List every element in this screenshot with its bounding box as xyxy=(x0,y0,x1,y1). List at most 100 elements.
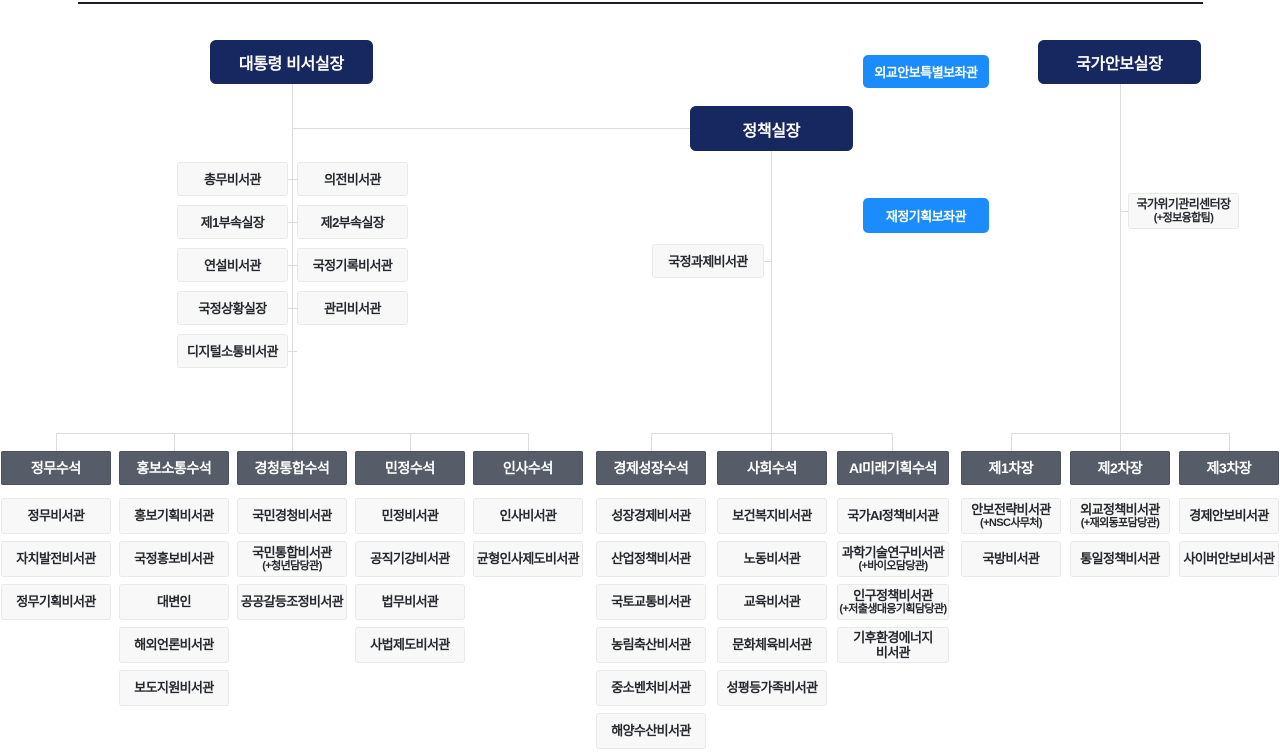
item-slot: 농림축산비서관 xyxy=(596,623,706,666)
org-cell: 공직기강비서관 xyxy=(355,540,465,577)
connector-policy-branch xyxy=(292,128,690,129)
org-cell-label: 국민통합비서관 xyxy=(252,544,332,560)
org-cell-label: 보도지원비서관 xyxy=(134,680,214,695)
org-cell-label: 균형인사제도비서관 xyxy=(476,551,580,566)
org-cell-label: 인구정책비서관 xyxy=(853,587,933,603)
item-slot: 민정비서관 xyxy=(355,494,465,537)
secretary-label: 관리비서관 xyxy=(324,300,381,316)
org-cell-label: 민정비서관 xyxy=(381,508,439,523)
connector-stub xyxy=(1120,211,1128,212)
org-cell-sub-label: (+NSC사무처) xyxy=(980,516,1043,529)
chief-of-staff-label: 대통령 비서실장 xyxy=(238,56,345,73)
item-slot: 공직기강비서관 xyxy=(355,537,465,580)
chief-of-staff-box: 대통령 비서실장 xyxy=(210,40,373,84)
org-cell: 중소벤처비서관 xyxy=(596,669,706,706)
item-slot: 대변인 xyxy=(119,580,229,623)
item-slot: 정무기획비서관 xyxy=(1,580,111,623)
org-cell-label: 안보전략비서관 xyxy=(971,501,1051,517)
org-cell: 성장경제비서관 xyxy=(596,497,706,534)
org-cell-label: 국정홍보비서관 xyxy=(134,551,214,566)
org-cell-label-line2: 비서관 xyxy=(875,644,911,660)
national-security-box: 국가안보실장 xyxy=(1038,40,1201,84)
item-slot: 국민통합비서관(+청년담당관) xyxy=(237,537,347,580)
secretary-label: 연설비서관 xyxy=(204,257,261,273)
item-slot: 교육비서관 xyxy=(717,580,827,623)
fiscal-advisor-badge: 재정기획보좌관 xyxy=(863,198,989,233)
item-slot: 정무비서관 xyxy=(1,494,111,537)
org-cell: 사법제도비서관 xyxy=(355,626,465,663)
org-cell: 공공갈등조정비서관 xyxy=(237,583,347,620)
org-cell-label: 성평등가족비서관 xyxy=(726,680,818,695)
connector-stub xyxy=(1011,433,1012,452)
secretary-box: 국정상황실장 xyxy=(177,291,288,325)
org-cell-label: 국가AI정책비서관 xyxy=(847,508,939,523)
special-advisor-badge: 외교안보특별보좌관 xyxy=(863,55,989,88)
policy-office-label: 정책실장 xyxy=(742,122,801,140)
item-slot: 인구정책비서관(+저출생대응기획담당관) xyxy=(837,580,949,623)
org-cell-label: 공직기강비서관 xyxy=(370,551,450,566)
org-cell-label: 교육비서관 xyxy=(743,594,801,609)
connector-trunk-chief xyxy=(292,84,293,452)
agenda-secretary-label: 국정과제비서관 xyxy=(668,253,748,269)
secretary-label: 디지털소통비서관 xyxy=(187,343,278,359)
column-header: 사회수석 xyxy=(717,451,827,485)
org-cell: 보도지원비서관 xyxy=(119,669,229,706)
item-slot: 자치발전비서관 xyxy=(1,537,111,580)
connector-children-policy xyxy=(651,433,892,434)
item-slot: 경제안보비서관 xyxy=(1179,494,1279,537)
org-cell: 문화체육비서관 xyxy=(717,626,827,663)
org-cell: 국정홍보비서관 xyxy=(119,540,229,577)
connector-stub xyxy=(288,265,297,266)
agenda-secretary-box: 국정과제비서관 xyxy=(652,244,764,278)
org-cell: 보건복지비서관 xyxy=(717,497,827,534)
org-cell: 안보전략비서관(+NSC사무처) xyxy=(961,497,1061,534)
column-header: 제2차장 xyxy=(1070,451,1170,485)
item-slot: 해외언론비서관 xyxy=(119,623,229,666)
org-cell-label: 과학기술연구비서관 xyxy=(841,544,945,560)
org-cell-sub-label: (+저출생대응기획담당관) xyxy=(839,602,947,615)
item-slot: 문화체육비서관 xyxy=(717,623,827,666)
org-cell: 국민경청비서관 xyxy=(237,497,347,534)
column-header: 경제성장수석 xyxy=(596,451,706,485)
org-cell-label: 국토교통비서관 xyxy=(611,594,691,609)
org-cell-label: 정무비서관 xyxy=(27,508,85,523)
item-slot: 산업정책비서관 xyxy=(596,537,706,580)
column-header: 경청통합수석 xyxy=(237,451,347,485)
org-cell-label: 대변인 xyxy=(156,594,192,609)
crisis-center-label: 국가위기관리센터장 xyxy=(1136,197,1232,211)
fiscal-advisor-label: 재정기획보좌관 xyxy=(885,209,967,224)
org-cell-label: 국방비서관 xyxy=(982,551,1040,566)
item-slot: 사이버안보비서관 xyxy=(1179,537,1279,580)
org-cell: 외교정책비서관(+재외동포담당관) xyxy=(1070,497,1170,534)
item-slot: 국민경청비서관 xyxy=(237,494,347,537)
org-cell: 농림축산비서관 xyxy=(596,626,706,663)
org-cell: 산업정책비서관 xyxy=(596,540,706,577)
org-cell: 경제안보비서관 xyxy=(1179,497,1279,534)
policy-office-box: 정책실장 xyxy=(690,106,853,151)
column-header: 인사수석 xyxy=(473,451,583,485)
org-cell: 통일정책비서관 xyxy=(1070,540,1170,577)
crisis-center-sub-label: (+정보융합팀) xyxy=(1153,212,1214,224)
org-cell-label: 인사비서관 xyxy=(499,508,557,523)
top-rule xyxy=(78,2,1203,4)
secretary-box: 제2부속실장 xyxy=(297,205,408,239)
connector-stub xyxy=(288,351,297,352)
item-slot: 안보전략비서관(+NSC사무처) xyxy=(961,494,1061,537)
org-cell: 민정비서관 xyxy=(355,497,465,534)
org-cell-label: 보건복지비서관 xyxy=(732,508,812,523)
connector-stub xyxy=(410,433,411,452)
org-cell: 국민통합비서관(+청년담당관) xyxy=(237,540,347,577)
org-cell-label: 경제안보비서관 xyxy=(1189,508,1269,523)
item-slot: 국정홍보비서관 xyxy=(119,537,229,580)
